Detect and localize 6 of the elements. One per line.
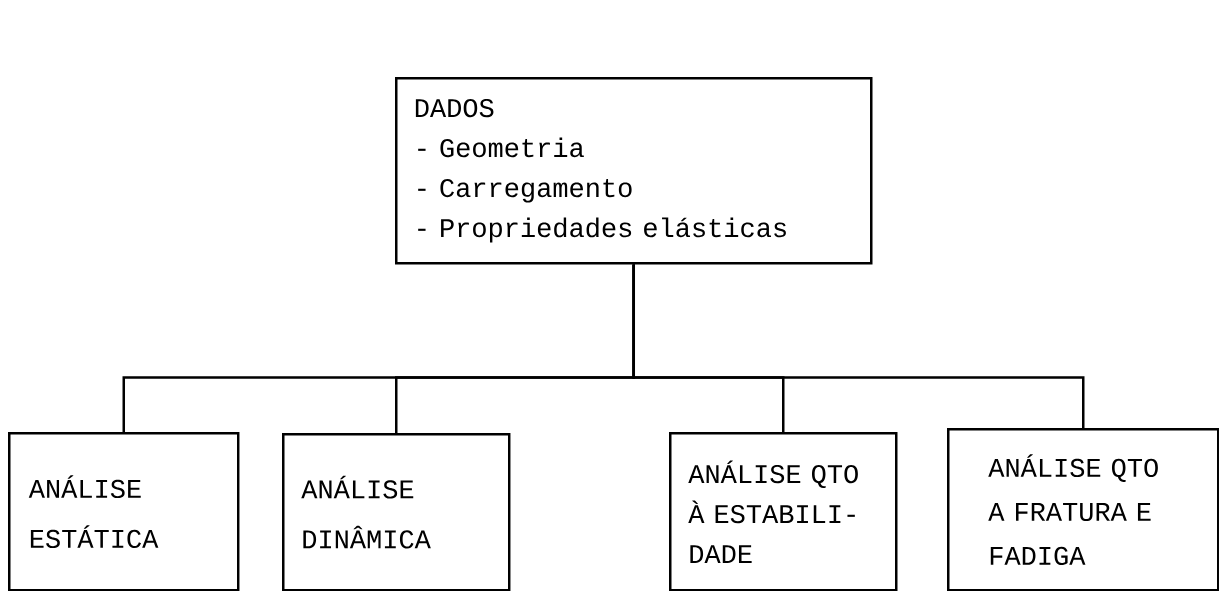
process-box: ANÁLISE ESTÁTICA (8, 432, 240, 591)
connector-line (632, 264, 1085, 428)
process-box: ANÁLISE QTO À ESTABILI- DADE (669, 432, 898, 591)
data-box: DADOS - Geometria - Carregamento - Propriedades elásticas (395, 77, 873, 265)
process-box: ANÁLISE DINÂMICA (282, 433, 511, 591)
process-box: ANÁLISE QTO A FRATURA E FADIGA (947, 428, 1219, 591)
